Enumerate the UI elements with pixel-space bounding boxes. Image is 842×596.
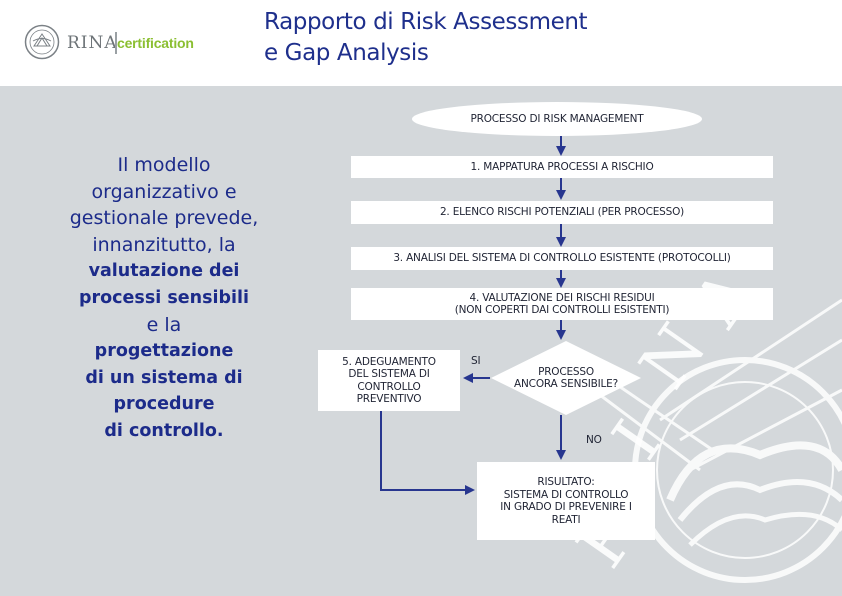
step-2-box: 2. ELENCO RISCHI POTENZIALI (PER PROCESS…: [351, 201, 773, 224]
step-5-label-line-4: PREVENTIVO: [357, 393, 422, 406]
result-label-line-3: IN GRADO DI PREVENIRE I: [500, 501, 631, 514]
no-label: NO: [586, 434, 602, 446]
step-4-label-line-2: (NON COPERTI DAI CONTROLLI ESISTENTI): [455, 304, 670, 317]
arrow-step5-to-result: [381, 410, 473, 490]
step-1-label: 1. MAPPATURA PROCESSI A RISCHIO: [470, 161, 653, 174]
step-5-label-line-3: CONTROLLO: [357, 381, 420, 394]
decision-label-line-2: ANCORA SENSIBILE?: [514, 378, 618, 391]
step-5-label-line-1: 5. ADEGUAMENTO: [342, 356, 436, 369]
step-3-box: 3. ANALISI DEL SISTEMA DI CONTROLLO ESIS…: [351, 247, 773, 270]
step-5-label-line-2: DEL SISTEMA DI: [348, 368, 429, 381]
step-5-box: 5. ADEGUAMENTO DEL SISTEMA DI CONTROLLO …: [318, 350, 460, 411]
result-label-line-1: RISULTATO:: [537, 476, 594, 489]
process-header-node: PROCESSO DI RISK MANAGEMENT: [412, 102, 702, 136]
step-4-box: 4. VALUTAZIONE DEI RISCHI RESIDUI (NON C…: [351, 288, 773, 320]
result-box: RISULTATO: SISTEMA DI CONTROLLO IN GRADO…: [477, 462, 655, 540]
result-label-line-2: SISTEMA DI CONTROLLO: [504, 489, 629, 502]
decision-label-line-1: PROCESSO: [538, 366, 594, 379]
step-2-label: 2. ELENCO RISCHI POTENZIALI (PER PROCESS…: [440, 206, 684, 219]
step-3-label: 3. ANALISI DEL SISTEMA DI CONTROLLO ESIS…: [393, 252, 730, 265]
yes-label: SI: [471, 355, 480, 367]
result-label-line-4: REATI: [552, 514, 581, 527]
step-4-label-line-1: 4. VALUTAZIONE DEI RISCHI RESIDUI: [469, 292, 654, 305]
decision-label: PROCESSO ANCORA SENSIBILE?: [500, 356, 632, 400]
step-1-box: 1. MAPPATURA PROCESSI A RISCHIO: [351, 156, 773, 178]
